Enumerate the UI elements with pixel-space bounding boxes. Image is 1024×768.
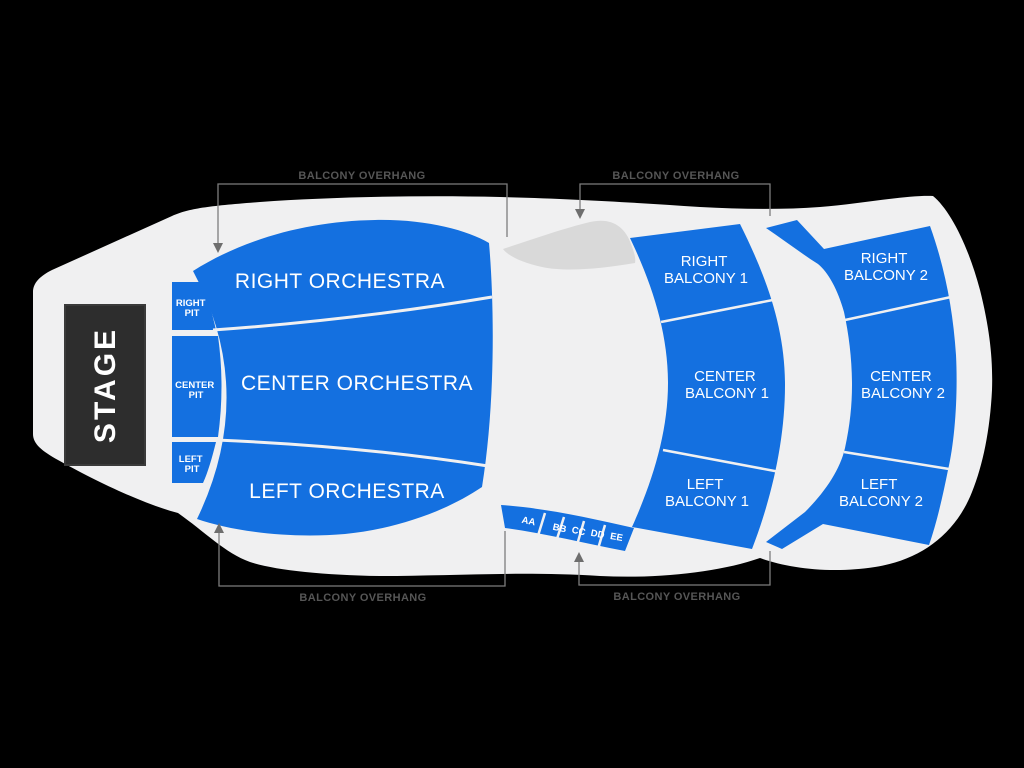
overhang-label-top-right: BALCONY OVERHANG bbox=[612, 170, 739, 182]
balcony2-divider-right-center bbox=[844, 295, 952, 322]
overhang-arrow-icon bbox=[214, 523, 224, 533]
overhang-annotation-bottom-left: BALCONY OVERHANG bbox=[214, 523, 506, 604]
overhang-arrow-icon bbox=[574, 552, 584, 562]
overhang-arrow-icon bbox=[575, 209, 585, 219]
overhang-annotation-top-left: BALCONY OVERHANG bbox=[213, 170, 508, 253]
overhang-bracket bbox=[578, 551, 771, 586]
overhang-bracket bbox=[579, 183, 771, 216]
overhang-annotation-bottom-right: BALCONY OVERHANG bbox=[574, 551, 771, 603]
box-divider-dd-ee bbox=[596, 524, 607, 550]
section-orchestra-block[interactable] bbox=[193, 219, 493, 536]
section-center-pit[interactable] bbox=[172, 336, 222, 437]
balcony1-divider-center-left bbox=[662, 448, 781, 474]
stage-label: STAGE bbox=[89, 327, 122, 443]
box-divider-bb-cc bbox=[554, 516, 566, 543]
balcony2-divider-center-left bbox=[843, 450, 950, 471]
overhang-label-bottom-left: BALCONY OVERHANG bbox=[299, 592, 426, 604]
balcony1-divider-right-center bbox=[660, 296, 784, 324]
orchestra-divider-center-left bbox=[215, 438, 489, 468]
section-left-pit[interactable] bbox=[172, 442, 216, 483]
overhang-shadow-shape bbox=[503, 220, 636, 270]
overhang-label-bottom-right: BALCONY OVERHANG bbox=[613, 591, 740, 603]
overhang-label-top-left: BALCONY OVERHANG bbox=[298, 170, 425, 182]
box-divider-aa-bb bbox=[535, 512, 547, 540]
overhang-arrow-icon bbox=[213, 243, 223, 253]
box-divider-cc-dd bbox=[575, 520, 586, 546]
orchestra-divider-right-center bbox=[212, 295, 493, 332]
overhang-bracket bbox=[217, 183, 508, 243]
overhang-annotation-top-right: BALCONY OVERHANG bbox=[575, 170, 771, 219]
section-balcony-2-band[interactable] bbox=[766, 220, 957, 549]
overhang-bracket bbox=[218, 531, 506, 587]
stage: STAGE bbox=[64, 304, 146, 466]
